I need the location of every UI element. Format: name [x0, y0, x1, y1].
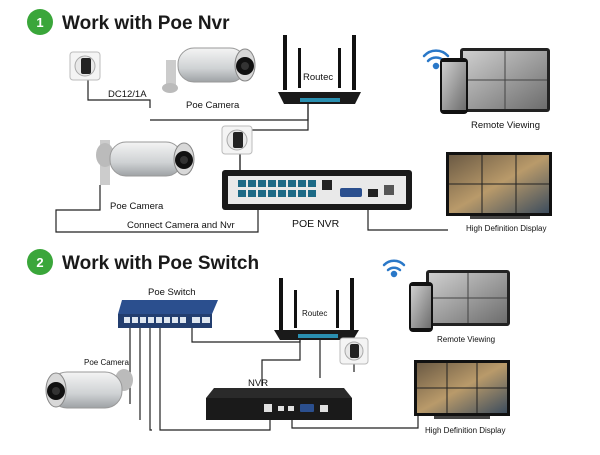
hd-display-2-label: High Definition Display — [425, 426, 505, 435]
poe-camera-1-label: Poe Camera — [186, 100, 240, 111]
section-2-header: 2 Work with Poe Switch — [27, 249, 259, 275]
remote-viewing-devices-2 — [409, 270, 510, 332]
section-1-badge — [27, 9, 53, 35]
poe-camera-3-label: Poe Camera — [84, 358, 129, 367]
hd-display-2 — [414, 360, 510, 419]
poe-camera-3 — [45, 369, 133, 409]
poe-nvr-label: POE NVR — [292, 218, 340, 230]
section-2-title: Work with Poe Switch — [62, 253, 259, 274]
section-2-number: 2 — [36, 255, 43, 270]
power-socket-1 — [69, 51, 101, 81]
dc-power-label: DC12/1A — [108, 89, 147, 100]
hd-display-1 — [446, 152, 552, 219]
connect-label: Connect Camera and Nvr — [127, 220, 235, 231]
section-2-cables — [129, 322, 419, 431]
remote-viewing-devices-1 — [440, 48, 550, 114]
section-1-title: Work with Poe Nvr — [62, 13, 230, 34]
poe-switch-label: Poe Switch — [148, 287, 196, 298]
power-socket-2 — [221, 125, 253, 155]
poe-camera-1 — [162, 47, 256, 93]
nvr — [206, 388, 352, 420]
poe-camera-2-label: Poe Camera — [110, 201, 164, 212]
power-adapter-1 — [81, 58, 91, 74]
poe-nvr — [222, 170, 412, 210]
poe-nvr-ports — [238, 180, 316, 197]
routec-1-label: Routec — [303, 72, 333, 83]
poe-camera-2 — [96, 140, 195, 185]
poe-switch — [118, 300, 218, 328]
power-socket-3 — [339, 337, 369, 365]
section-1-header: 1 Work with Poe Nvr — [27, 9, 230, 35]
nvr-label: NVR — [248, 378, 268, 389]
section-1-number: 1 — [36, 15, 43, 30]
hd-display-1-label: High Definition Display — [466, 224, 546, 233]
router-1 — [278, 35, 361, 104]
section-2-badge — [27, 249, 53, 275]
wifi-icon-2 — [382, 259, 406, 278]
router-2 — [274, 278, 359, 340]
remote-viewing-2-label: Remote Viewing — [437, 335, 495, 344]
routec-2-label: Routec — [302, 309, 327, 318]
remote-viewing-1-label: Remote Viewing — [471, 120, 540, 131]
